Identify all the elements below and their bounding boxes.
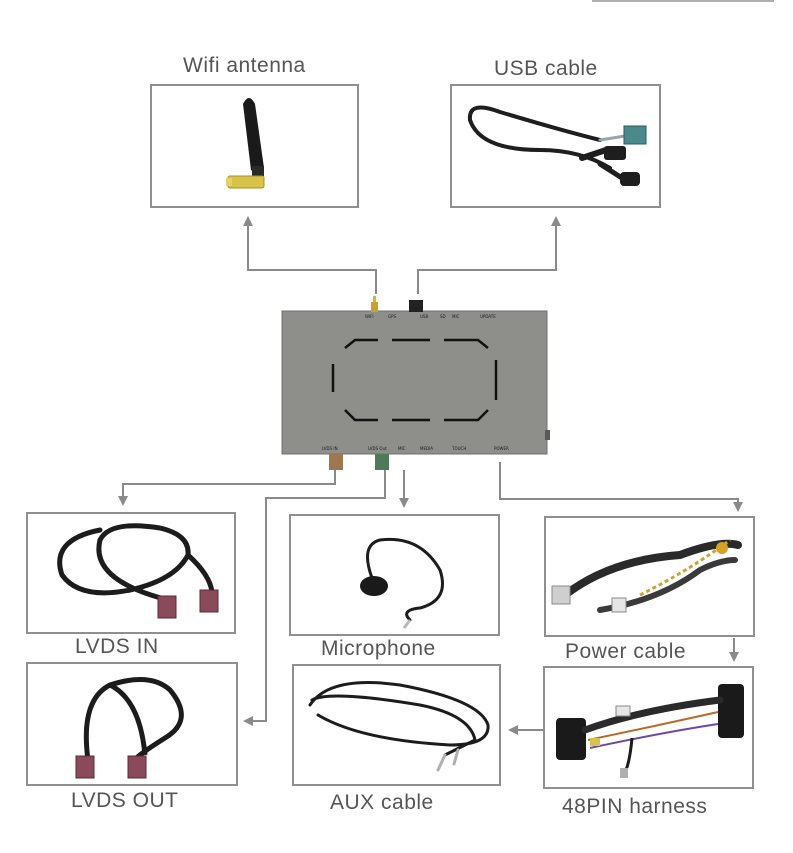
svg-text:LVDS Out: LVDS Out xyxy=(368,446,387,451)
caption-wifi-antenna: Wifi antenna xyxy=(183,54,306,77)
caption-lvds-out: LVDS OUT xyxy=(71,789,179,812)
svg-text:TOUCH: TOUCH xyxy=(451,446,466,451)
arrow-to-power xyxy=(499,462,743,512)
microphone-icon xyxy=(360,537,444,629)
svg-text:SD: SD xyxy=(440,314,446,319)
svg-text:USB: USB xyxy=(420,314,428,319)
panel-microphone xyxy=(289,514,500,636)
caption-microphone: Microphone xyxy=(321,637,436,660)
caption-48pin-harness: 48PIN harness xyxy=(562,795,708,818)
svg-text:UPDATE: UPDATE xyxy=(480,314,496,319)
power-cable-icon xyxy=(551,538,742,613)
top-rule xyxy=(592,0,774,2)
svg-text:MIC: MIC xyxy=(452,314,460,319)
aux-cable-icon xyxy=(308,681,490,772)
caption-aux-cable: AUX cable xyxy=(330,791,434,814)
caption-power-cable: Power cable xyxy=(565,640,687,663)
svg-text:MEDIA: MEDIA xyxy=(420,446,433,451)
lvds-cable-icon xyxy=(57,523,219,619)
connector-arrows xyxy=(118,216,743,735)
arrow-to-usb xyxy=(417,216,561,294)
caption-usb-cable: USB cable xyxy=(494,57,598,80)
lvds-out-cable-icon xyxy=(75,677,184,779)
svg-text:MIC: MIC xyxy=(398,446,406,451)
harness-icon xyxy=(556,684,744,778)
wifi-antenna-icon xyxy=(226,98,265,189)
caption-lvds-in: LVDS IN xyxy=(75,635,159,658)
arrow-to-lvds-in xyxy=(118,470,336,506)
panel-power-cable xyxy=(544,516,755,637)
svg-text:WIFI: WIFI xyxy=(365,314,374,319)
usb-cable-icon xyxy=(467,105,647,186)
svg-text:GPS: GPS xyxy=(388,314,397,319)
svg-text:LVDS IN: LVDS IN xyxy=(322,446,338,451)
panel-usb-cable xyxy=(450,84,661,208)
arrow-to-wifi xyxy=(243,216,377,294)
svg-text:POWER: POWER xyxy=(494,446,509,451)
interface-module-icon: WIFI GPS USB SD MIC UPDATE LVDS IN LVDS … xyxy=(281,296,550,470)
arrow-to-lvds-out xyxy=(243,470,386,726)
